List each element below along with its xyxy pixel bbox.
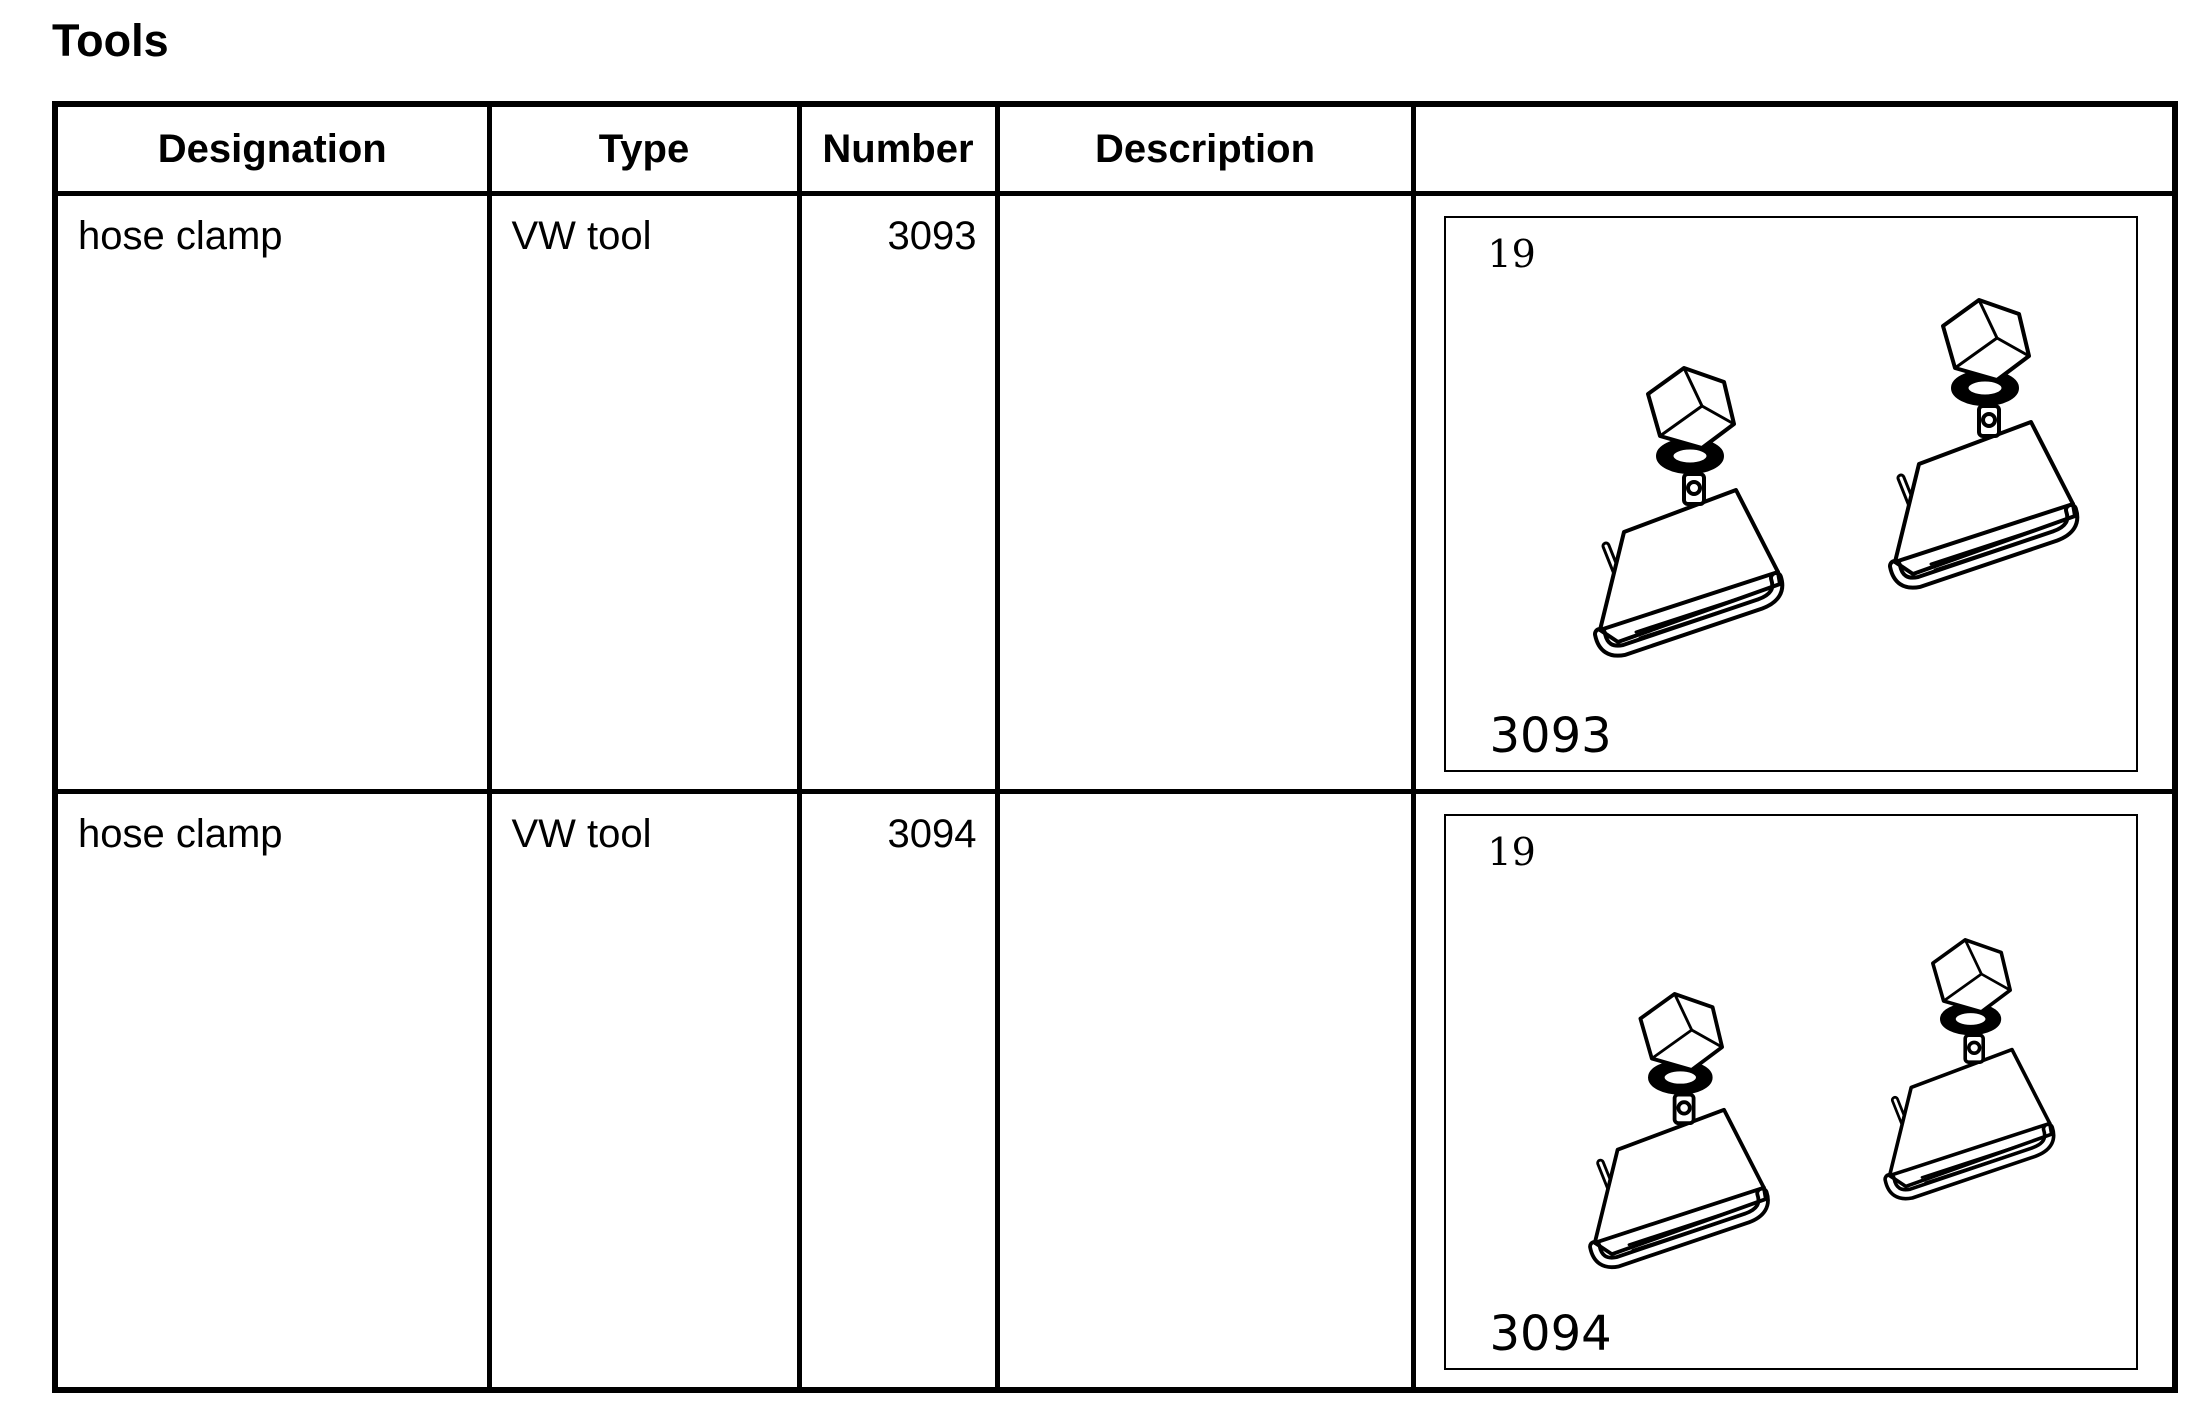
cell-designation: hose clamp: [52, 191, 492, 794]
header-description: Description: [994, 101, 1416, 196]
cell-number: 3094: [796, 788, 1000, 1393]
header-number: Number: [796, 101, 1000, 196]
cell-type: VW tool: [486, 191, 802, 794]
designation-text: hose clamp: [78, 811, 283, 856]
designation-text: hose clamp: [78, 214, 283, 258]
cell-image: 19 3093: [1410, 191, 2178, 794]
cell-description: [994, 788, 1416, 1393]
hose-clamp-pair-drawing-icon: [1446, 816, 2136, 1368]
figure-size-label: 19: [1487, 829, 1536, 874]
cell-image: 19 3094: [1410, 788, 2178, 1393]
cell-type: VW tool: [486, 788, 802, 1393]
page-title: Tools: [52, 15, 169, 66]
type-text: VW tool: [511, 811, 652, 856]
tool-figure: 19 3094: [1443, 813, 2138, 1370]
figure-tool-number: 3094: [1489, 1306, 1612, 1363]
description-text: [1000, 196, 1411, 212]
header-image: [1410, 101, 2178, 196]
cell-designation: hose clamp: [52, 788, 492, 1393]
figure-size-label: 19: [1487, 232, 1536, 276]
figure-tool-number: 3093: [1489, 708, 1612, 765]
tool-figure: 19 3093: [1443, 216, 2138, 772]
number-text: 3094: [887, 811, 977, 856]
header-type: Type: [486, 101, 802, 196]
hose-clamp-pair-drawing-icon: [1446, 218, 2136, 770]
table-row: hose clamp VW tool 3093 19 3093: [52, 191, 2178, 794]
table-row: hose clamp VW tool 3094 19 3094: [52, 788, 2178, 1393]
cell-number: 3093: [796, 191, 1000, 794]
number-text: 3093: [887, 214, 977, 258]
type-text: VW tool: [511, 214, 652, 258]
table-header-row: Designation Type Number Description: [52, 101, 2178, 196]
header-designation: Designation: [52, 101, 492, 196]
cell-description: [994, 191, 1416, 794]
tools-table: Designation Type Number Description hose…: [52, 101, 2178, 1393]
description-text: [1000, 794, 1411, 810]
